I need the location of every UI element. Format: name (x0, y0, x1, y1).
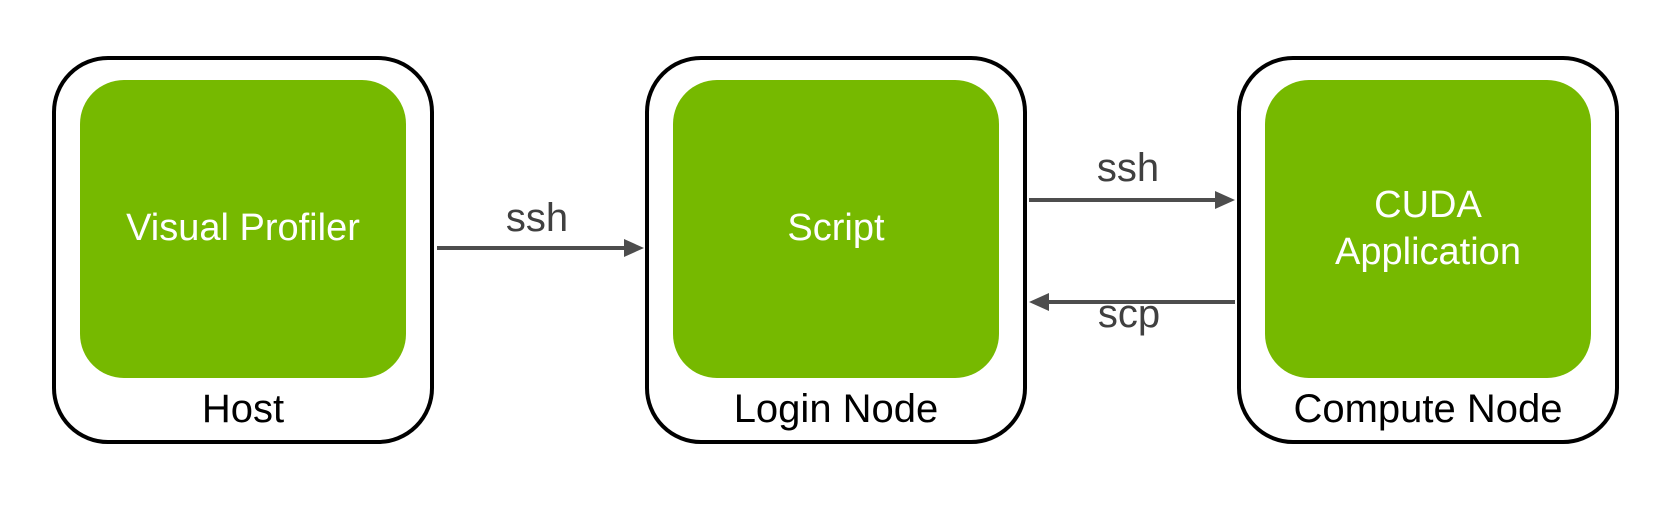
compute-node-inner-label: CUDA Application (1335, 183, 1521, 274)
node-host: Visual Profiler Host (52, 56, 434, 444)
host-outer-label: Host (201, 386, 285, 431)
host-inner-box: Visual Profiler (80, 80, 406, 378)
edge-label-ssh-login-to-compute: ssh (1096, 146, 1160, 190)
login-node-inner-label: Script (787, 207, 885, 250)
login-node-inner-box: Script (673, 80, 999, 378)
node-compute-node: CUDA Application Compute Node (1237, 56, 1619, 444)
node-login-node: Script Login Node (645, 56, 1027, 444)
login-node-outer-label: Login Node (733, 386, 939, 431)
host-inner-label: Visual Profiler (126, 207, 360, 250)
compute-node-outer-label: Compute Node (1293, 386, 1563, 431)
arrow-host-to-login (437, 239, 644, 257)
arrow-login-to-compute (1029, 191, 1235, 209)
edge-label-ssh-host-to-login: ssh (505, 196, 569, 240)
compute-node-inner-box: CUDA Application (1265, 80, 1591, 378)
edge-label-scp-compute-to-login: scp (1097, 292, 1161, 336)
